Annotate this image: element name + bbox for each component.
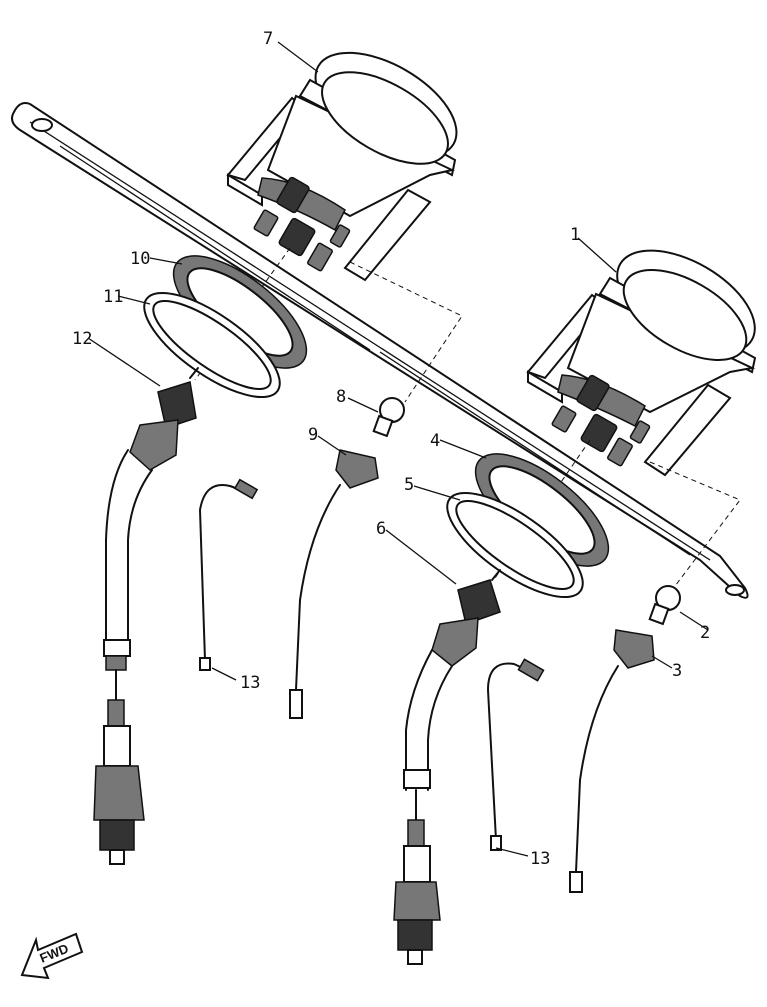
callout-10: 10 <box>130 249 150 269</box>
meter-1 <box>526 249 757 477</box>
callout-12: 12 <box>72 329 92 349</box>
callout-labels: 7 1 10 11 12 8 9 4 5 6 2 3 13 13 <box>72 29 710 869</box>
socket-3 <box>569 629 655 893</box>
meter-bracket <box>11 102 749 599</box>
washer-11 <box>143 291 281 399</box>
callout-3: 3 <box>672 661 682 681</box>
wire-13-right <box>487 658 545 851</box>
callout-9: 9 <box>308 425 318 445</box>
callout-11: 11 <box>103 287 123 307</box>
leader-lines <box>87 41 709 857</box>
wire-13-left <box>199 478 259 671</box>
callout-13-left: 13 <box>240 673 260 693</box>
bulb-8 <box>372 397 405 438</box>
callout-6: 6 <box>376 519 386 539</box>
callout-8: 8 <box>336 387 346 407</box>
washer-5 <box>446 491 584 599</box>
callout-1: 1 <box>570 225 580 245</box>
bulb-2 <box>648 585 681 626</box>
callout-7: 7 <box>263 29 273 49</box>
callout-2: 2 <box>700 623 710 643</box>
callout-4: 4 <box>430 431 440 451</box>
meter-cable-12 <box>93 367 199 865</box>
meter-cable-6 <box>393 569 501 965</box>
socket-9 <box>289 449 379 719</box>
meter-7 <box>226 51 458 282</box>
callout-5: 5 <box>404 475 414 495</box>
callout-13-right: 13 <box>530 849 550 869</box>
fwd-arrow-icon: FWD <box>20 932 84 980</box>
